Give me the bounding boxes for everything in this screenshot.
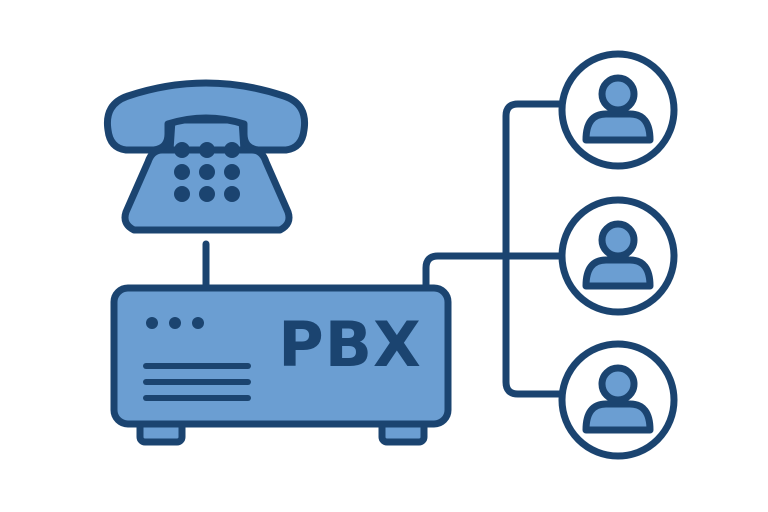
user-head [598,220,638,260]
pbx-indicator-light [192,317,204,329]
telephone-key [199,186,215,202]
telephone-key [224,142,240,158]
telephone-icon [103,79,309,234]
pbx-vent-lines [143,363,251,401]
telephone-handset [103,79,309,154]
connection-lines [202,100,566,398]
bus-line [502,100,566,398]
telephone-key [199,142,215,158]
user-icon [558,50,678,170]
telephone-key [174,142,190,158]
pbx-box-icon: PBX [110,284,452,446]
user-body [582,256,654,290]
telephone-key [199,164,215,180]
user-head [598,364,638,404]
user-icon [558,196,678,316]
user-body [582,110,654,144]
telephone-key [174,164,190,180]
telephone-key [174,186,190,202]
pbx-indicator-lights [146,317,204,329]
pbx-to-bus-line [422,252,510,292]
user-body [582,400,654,434]
pbx-indicator-light [146,317,158,329]
user-head [598,74,638,114]
user-icon [558,340,678,460]
telephone-key [224,164,240,180]
telephone-key [224,186,240,202]
pbx-label: PBX [278,308,422,381]
telephone-keypad [174,142,240,202]
pbx-indicator-light [169,317,181,329]
